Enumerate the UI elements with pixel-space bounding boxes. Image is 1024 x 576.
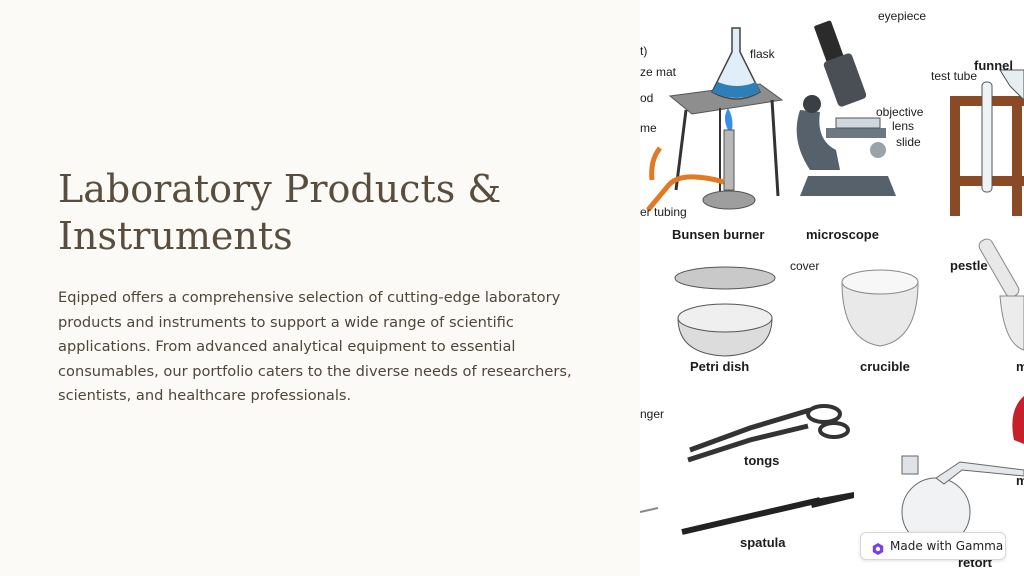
label-microscope: microscope [806,227,879,242]
label-pestle: pestle [950,258,988,273]
label-mortar-partial: m [1016,359,1024,374]
made-with-gamma-badge[interactable]: Made with Gamma [860,532,1006,560]
label-crucible: crucible [860,359,910,374]
label-rod-partial: od [640,91,653,105]
label-funnel: funnel [974,58,1013,73]
bunsen-burner-drawing [646,27,784,212]
text-panel: Laboratory Products & Instruments Eqippe… [58,167,572,404]
label-gauze-mat: ze mat [640,65,677,79]
label-hanger-partial: nger [640,407,664,421]
gamma-logo-icon [872,540,884,555]
label-flame-partial: me [640,121,657,135]
slide-title: Laboratory Products & Instruments [58,167,502,258]
mortar-pestle-drawing [978,238,1024,351]
label-gauze-partial: t) [640,44,647,58]
microscope-drawing [796,20,896,196]
lab-equipment-drawing: t) ze mat od me er tubing flask Bunsen b… [640,9,1024,570]
test-tube-rack-drawing [950,69,1024,216]
retort-drawing [901,455,1024,547]
slide-description: Eqipped offers a comprehensive selection… [58,289,572,404]
label-bunsen-burner: Bunsen burner [672,227,764,242]
label-spatula: spatula [740,535,786,550]
label-tongs: tongs [744,453,779,468]
label-objective-lens-2: lens [892,119,914,133]
badge-label: Made with Gamma [890,539,1004,553]
label-cover: cover [790,259,819,273]
label-flask: flask [750,47,776,61]
lab-equipment-illustration: t) ze mat od me er tubing flask Bunsen b… [640,0,1024,576]
tongs-drawing [687,404,850,463]
label-objective-lens-1: objective [876,105,924,119]
spatula-drawing [640,492,854,535]
label-eyepiece: eyepiece [878,9,926,23]
label-magnet-partial: m [1016,473,1024,488]
magnet-drawing [1012,396,1024,444]
petri-dish-drawing [674,266,776,357]
label-tubing: er tubing [640,205,687,219]
label-petri-dish: Petri dish [690,359,749,374]
label-slide: slide [896,135,921,149]
label-test-tube: test tube [931,69,977,83]
crucible-drawing [841,269,919,347]
